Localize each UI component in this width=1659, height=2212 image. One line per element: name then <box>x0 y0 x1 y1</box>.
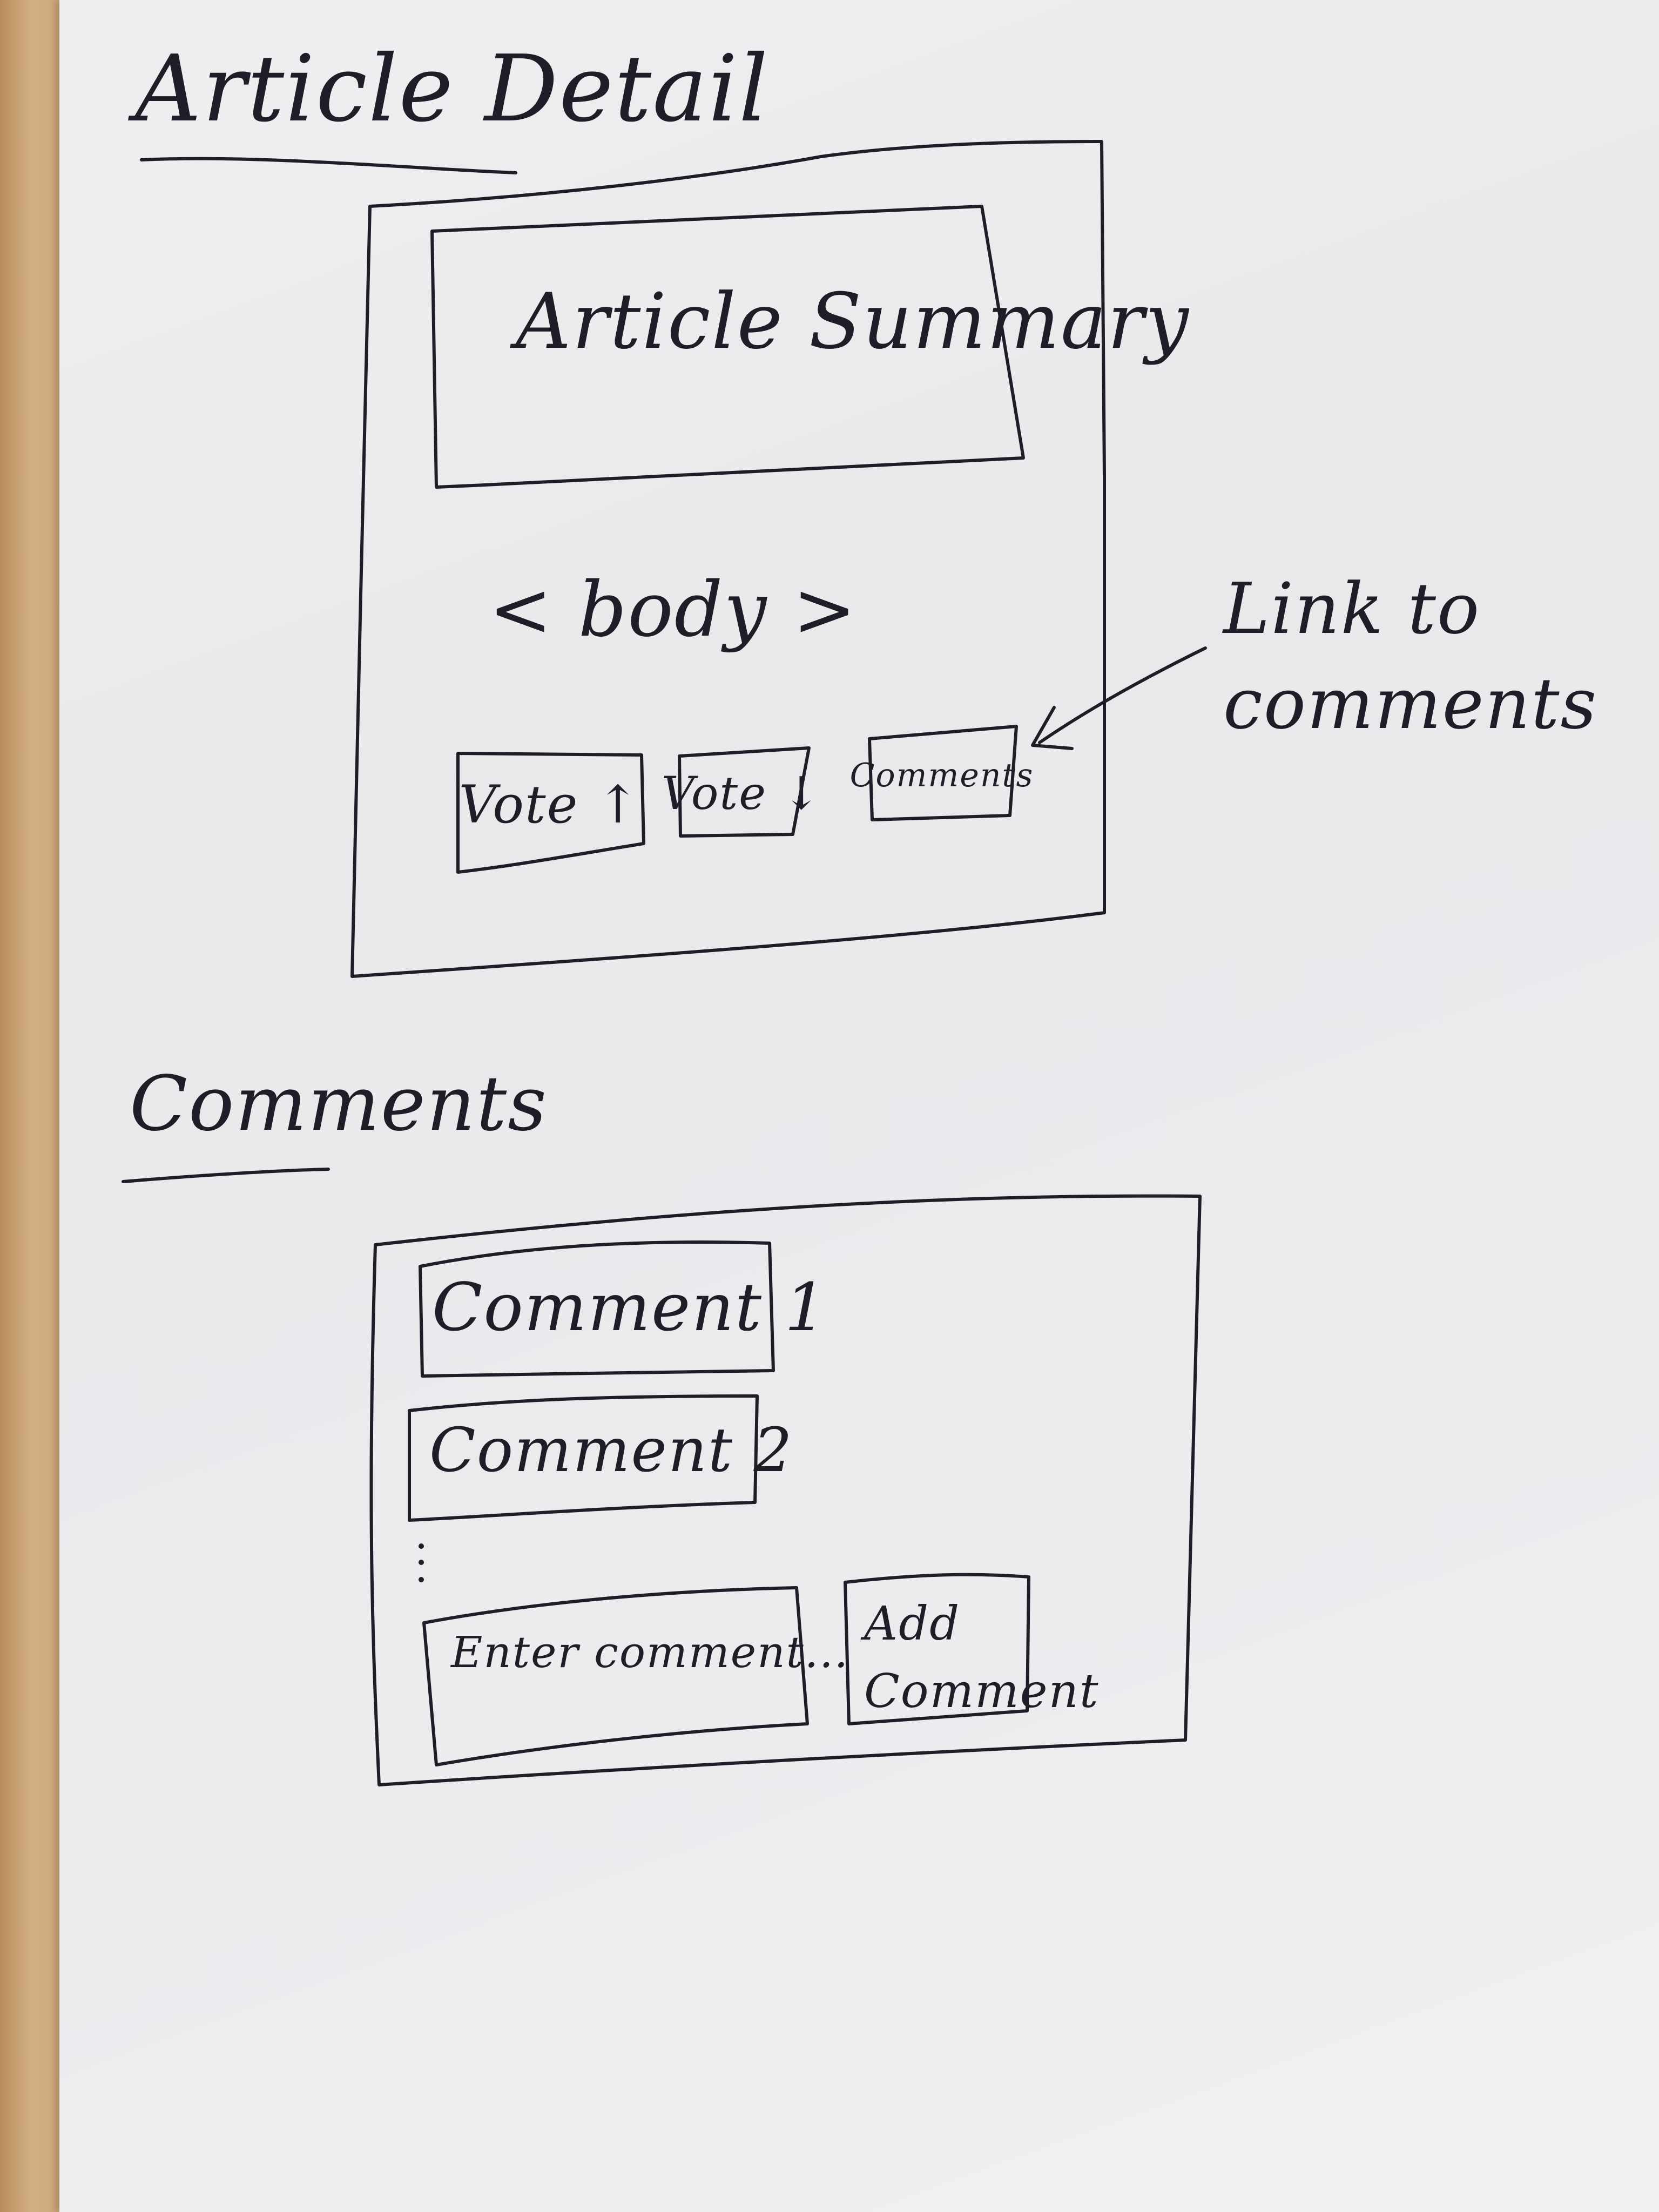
comments-link-button[interactable]: Comments <box>849 757 1034 794</box>
ellipsis-dot <box>419 1577 424 1582</box>
ellipsis-dot <box>419 1543 424 1549</box>
annotation-arrow-head <box>1031 706 1074 750</box>
comment-input-box <box>422 1586 809 1766</box>
enter-comment-input[interactable]: Enter comment... <box>451 1627 849 1677</box>
ellipsis-dot <box>419 1560 424 1565</box>
vote-down-button[interactable]: Vote ↓ <box>661 767 822 820</box>
comment-item-1: Comment 1 <box>432 1269 828 1346</box>
comment-1-box <box>419 1240 775 1378</box>
link-to-comments-annotation: Link to comments <box>1223 568 1598 745</box>
vote-down-box <box>678 746 811 838</box>
comments-frame <box>369 1194 1202 1786</box>
article-frame <box>350 140 1106 978</box>
comments-link-box <box>868 725 1018 821</box>
comment-2-box <box>408 1394 759 1522</box>
add-comment-box <box>844 1573 1030 1725</box>
add-comment-button[interactable]: Add Comment <box>864 1597 1100 1718</box>
comment-item-2: Comment 2 <box>429 1415 793 1486</box>
vote-up-button[interactable]: Vote ↑ <box>458 774 641 835</box>
annotation-arrow-shaft <box>1038 646 1207 744</box>
paper-sheet <box>59 0 1659 2212</box>
body-placeholder: < body > <box>489 566 858 654</box>
article-summary-label: Article Summary <box>516 277 1190 366</box>
article-detail-heading: Article Detail <box>135 36 770 143</box>
comments-underline <box>122 1168 330 1183</box>
article-summary-box <box>430 205 1025 489</box>
heading-underline <box>140 157 517 174</box>
comments-heading: Comments <box>130 1060 548 1148</box>
vote-up-box <box>456 752 645 874</box>
